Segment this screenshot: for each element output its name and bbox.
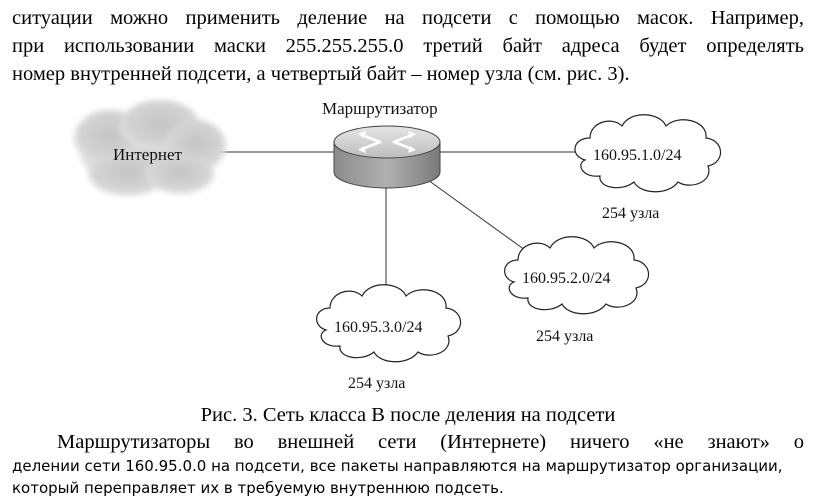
paragraph-bottom-line-2: делении сети 160.95.0.0 на подсети, все … (12, 457, 783, 475)
subnet-3-hosts: 254 узла (348, 375, 405, 392)
subnet-2-cloud-icon: 160.95.2.0/24 254 узла (504, 236, 650, 345)
figure-caption: Рис. 3. Сеть класса В после деления на п… (200, 404, 616, 426)
paragraph-top-line-2: при использовании маски 255.255.255.0 тр… (12, 35, 804, 57)
subnet-1-cloud-icon: 160.95.1.0/24 254 узла (574, 114, 722, 222)
internet-label: Интернет (113, 145, 182, 164)
paragraph-top-line-1: ситуации можно применить деление на подс… (12, 7, 804, 29)
paragraph-top-line-3: номер внутренней подсети, а четвертый ба… (12, 63, 630, 85)
router-icon: Маршрутизатор (322, 99, 441, 189)
subnet-2-hosts: 254 узла (536, 328, 593, 345)
subnet-2-address: 160.95.2.0/24 (522, 270, 610, 287)
internet-cloud-icon: Интернет (74, 100, 226, 196)
network-diagram: Интернет Маршрутизатор 160.95.1.0/24 254… (74, 99, 722, 392)
link-router-subnet2 (427, 179, 526, 251)
paragraph-bottom-line-3: который переправляет их в требуемую внут… (12, 479, 504, 497)
subnet-3-address: 160.95.3.0/24 (334, 319, 422, 336)
subnet-1-hosts: 254 узла (602, 205, 659, 222)
router-label: Маршрутизатор (322, 99, 438, 118)
paragraph-bottom-rest: делении сети 160.95.0.0 на подсети, все … (12, 455, 804, 499)
paragraph-bottom-first-line: Маршрутизаторы во внешней сети (Интернет… (57, 431, 804, 453)
paragraph-top: ситуации можно применить деление на подс… (12, 4, 804, 88)
subnet-3-cloud-icon: 160.95.3.0/24 254 узла (316, 284, 462, 392)
subnet-1-address: 160.95.1.0/24 (593, 147, 681, 164)
